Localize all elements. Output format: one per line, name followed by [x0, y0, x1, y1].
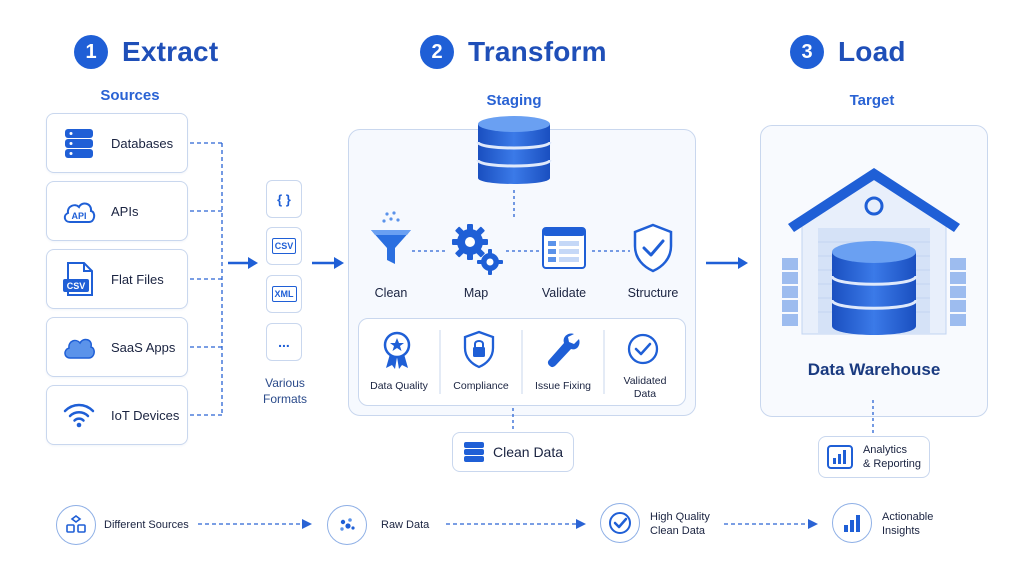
staging-database-icon — [476, 116, 552, 184]
formats-label-line1: Various — [265, 376, 305, 390]
cloud-icon — [61, 329, 97, 365]
flow-arrow-icon — [446, 519, 586, 529]
arrow-right-icon — [706, 257, 748, 269]
step-load-header: 3 Load — [790, 32, 906, 72]
flow-label: Raw Data — [381, 518, 429, 532]
transform-step-label: Structure — [627, 286, 679, 300]
transform-step-label: Map — [463, 286, 489, 300]
flow-label-line1: Different Sources — [104, 519, 189, 531]
formats-label-line2: Formats — [262, 392, 307, 406]
source-label: APIs — [111, 203, 139, 219]
svg-text:API: API — [71, 211, 86, 221]
step-number: 1 — [74, 35, 108, 69]
flow-label: Different Sources — [104, 518, 189, 532]
step-transform-header: 2 Transform — [420, 32, 607, 72]
format-json-label: { } — [277, 191, 291, 207]
transform-step-label: Validate — [541, 286, 587, 300]
check-badge-icon — [600, 503, 640, 543]
bar-chart-icon — [826, 445, 853, 469]
flow-label-line1: Actionable — [882, 511, 934, 523]
step-title: Load — [838, 36, 906, 67]
transform-step-label: Clean — [374, 286, 408, 300]
api-cloud-icon: API — [61, 193, 97, 229]
dots-icon — [327, 505, 367, 545]
source-card-saas-apps: SaaS Apps — [46, 317, 188, 377]
step-number: 3 — [790, 35, 824, 69]
shield-lock-icon — [462, 330, 496, 370]
quality-label-line1: Compliance — [453, 380, 509, 392]
arrow-right-icon — [228, 257, 258, 269]
staging-connector — [513, 190, 515, 220]
format-csv-label: CSV — [271, 238, 297, 254]
quality-label: Data Quality — [360, 380, 438, 393]
analytics-pill: Analytics & Reporting — [818, 436, 930, 478]
format-more-label: ... — [278, 334, 290, 350]
step-number: 2 — [420, 35, 454, 69]
formats-label: Various Formats — [252, 375, 318, 407]
check-circle-icon — [626, 332, 660, 366]
flow-label-line2: Insights — [882, 525, 920, 537]
flow-label: Actionable Insights — [882, 510, 933, 538]
clean-data-label: Clean Data — [492, 444, 564, 460]
shield-check-icon — [630, 222, 676, 274]
quality-label: Validated Data — [606, 375, 684, 401]
badge-icon — [380, 330, 414, 370]
warehouse-icon — [782, 168, 966, 335]
sources-label: Sources — [100, 87, 160, 104]
source-card-databases: Databases — [46, 113, 188, 173]
format-xml-label: XML — [271, 286, 297, 302]
bar-chart-icon — [832, 503, 872, 543]
steps-connector — [412, 250, 630, 252]
funnel-icon — [366, 210, 416, 270]
source-card-flat-files: CSV Flat Files — [46, 249, 188, 309]
flow-arrow-icon — [724, 519, 818, 529]
clean-data-connector — [512, 408, 514, 434]
flow-arrow-icon — [198, 519, 312, 529]
quality-label: Issue Fixing — [524, 380, 602, 393]
analytics-label: Analytics & Reporting — [863, 443, 921, 471]
svg-text:CSV: CSV — [67, 281, 86, 291]
arrow-right-icon — [312, 257, 344, 269]
source-label: Flat Files — [111, 271, 164, 287]
quality-label: Compliance — [442, 380, 520, 393]
analytics-label-line1: Analytics — [862, 444, 907, 456]
analytics-label-line2: & Reporting — [862, 458, 922, 470]
csv-file-icon: CSV — [61, 261, 97, 297]
quality-label-line2: Data — [633, 388, 657, 400]
sources-connector — [190, 142, 223, 416]
wifi-icon — [61, 397, 97, 433]
flow-label-line1: Raw Data — [381, 519, 430, 531]
format-more-chip: ... — [266, 323, 302, 361]
analytics-connector — [872, 400, 874, 436]
qualities-dividers — [439, 330, 605, 394]
step-extract-header: 1 Extract — [74, 32, 218, 72]
flow-label: High Quality Clean Data — [650, 510, 710, 538]
step-title: Transform — [468, 36, 607, 67]
source-label: Databases — [111, 135, 174, 151]
cubes-icon — [56, 505, 96, 545]
format-csv-chip: CSV — [266, 227, 302, 265]
flow-label-line2: Clean Data — [650, 525, 706, 537]
source-label: SaaS Apps — [111, 339, 176, 355]
database-icon — [61, 125, 97, 161]
staging-label: Staging — [486, 92, 542, 109]
wrench-icon — [544, 330, 580, 370]
source-card-iot-devices: IoT Devices — [46, 385, 188, 445]
source-card-apis: API APIs — [46, 181, 188, 241]
quality-label-line1: Validated — [623, 375, 667, 387]
source-label: IoT Devices — [111, 407, 180, 423]
target-label: Target — [849, 92, 895, 109]
gears-icon — [448, 222, 504, 276]
format-json-chip: { } — [266, 180, 302, 218]
database-icon — [463, 440, 485, 464]
flow-label-line1: High Quality — [650, 511, 710, 523]
quality-label-line1: Issue Fixing — [534, 380, 592, 392]
quality-label-line1: Data Quality — [370, 380, 428, 392]
warehouse-label: Data Warehouse — [807, 360, 941, 379]
clean-data-pill: Clean Data — [452, 432, 574, 472]
form-icon — [540, 224, 588, 272]
format-xml-chip: XML — [266, 275, 302, 313]
step-title: Extract — [122, 36, 219, 67]
